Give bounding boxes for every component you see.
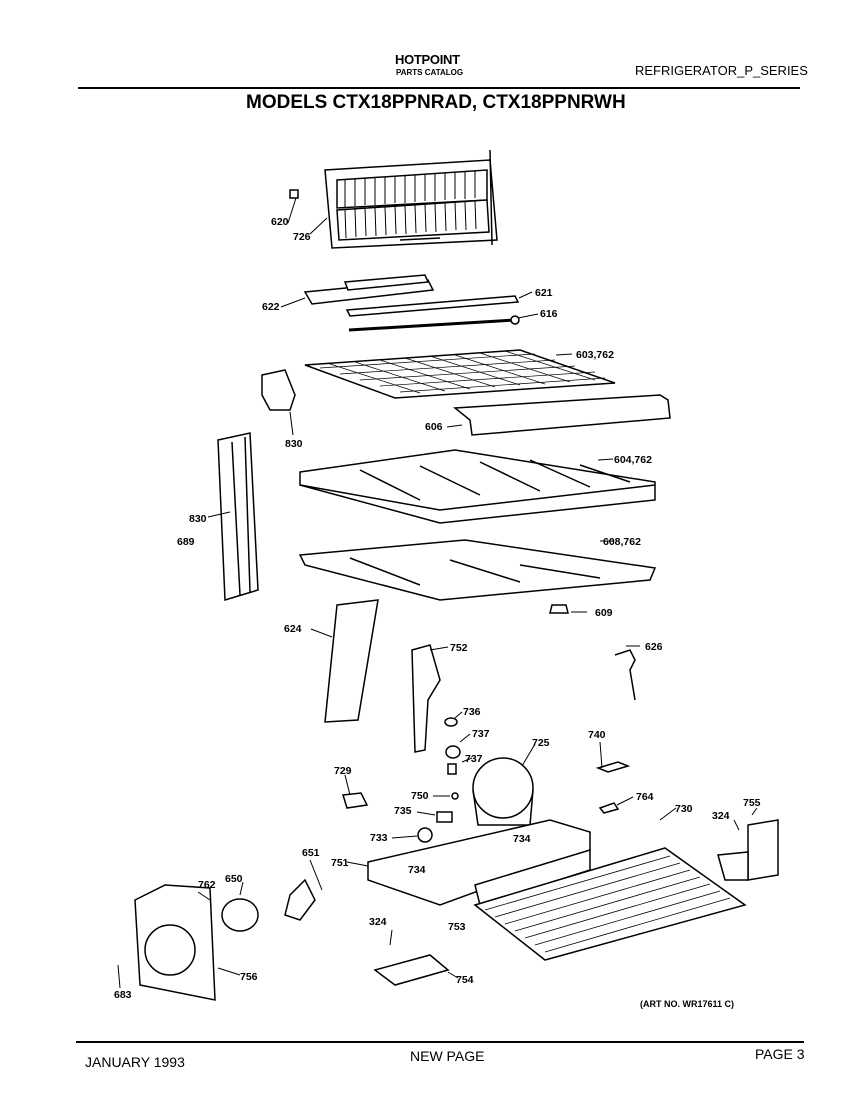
- drawer-604-part: [299, 449, 656, 524]
- footer-note: NEW PAGE: [410, 1048, 485, 1064]
- fan-shroud-part: [134, 884, 216, 1001]
- callout-324-right: 324: [712, 810, 730, 822]
- callout-735: 735: [394, 805, 412, 817]
- callout-751: 751: [331, 857, 349, 869]
- callout-324-left: 324: [369, 916, 387, 928]
- callout-733: 733: [370, 832, 388, 844]
- footer-date: JANUARY 1993: [85, 1054, 185, 1070]
- pan-608-part: [298, 539, 657, 601]
- callout-608-762: 608,762: [603, 536, 641, 548]
- callout-683: 683: [114, 989, 132, 1001]
- callout-604-762: 604,762: [614, 454, 652, 466]
- callout-736: 736: [463, 706, 481, 718]
- callout-754: 754: [456, 974, 474, 986]
- compressor-part: [472, 757, 534, 826]
- callout-650: 650: [225, 873, 243, 885]
- callout-734-left: 734: [408, 864, 426, 876]
- callout-830-upper: 830: [285, 438, 303, 450]
- series-label: REFRIGERATOR_P_SERIES: [635, 63, 808, 78]
- art-number: (ART NO. WR17611 C): [640, 999, 735, 1009]
- callout-752: 752: [450, 642, 468, 654]
- callout-755: 755: [743, 797, 761, 809]
- callout-726: 726: [293, 231, 311, 243]
- evaporator-part: [324, 149, 498, 249]
- models-title: MODELS CTX18PPNRAD, CTX18PPNRWH: [246, 92, 626, 113]
- shelf-603-part: [304, 349, 616, 399]
- callout-750: 750: [411, 790, 429, 802]
- callout-734-right: 734: [513, 833, 531, 845]
- footer-rule: [76, 1041, 804, 1043]
- part-callouts: 620 726 622 621 616 603,762 606 830 604,…: [114, 216, 761, 1001]
- callout-762: 762: [198, 879, 216, 891]
- callout-729: 729: [334, 765, 352, 777]
- callout-616: 616: [540, 308, 558, 320]
- callout-606: 606: [425, 421, 443, 433]
- page-number: PAGE 3: [755, 1046, 805, 1062]
- callout-756: 756: [240, 971, 258, 983]
- callout-620: 620: [271, 216, 289, 228]
- callout-651: 651: [302, 847, 320, 859]
- callout-730: 730: [675, 803, 693, 815]
- callout-626: 626: [645, 641, 663, 653]
- callout-830-lower: 830: [189, 513, 207, 525]
- callout-740: 740: [588, 729, 606, 741]
- callout-609: 609: [595, 607, 613, 619]
- header-rule: [78, 87, 800, 89]
- callout-689: 689: [177, 536, 195, 548]
- catalog-label: PARTS CATALOG: [396, 68, 464, 77]
- callout-621: 621: [535, 287, 553, 299]
- brand-name: HOTPOINT: [395, 52, 460, 67]
- callout-737-lower: 737: [465, 753, 483, 765]
- callout-624: 624: [284, 623, 302, 635]
- callout-764: 764: [636, 791, 654, 803]
- callout-603-762: 603,762: [576, 349, 614, 361]
- callout-622: 622: [262, 301, 280, 313]
- callout-753: 753: [448, 921, 466, 933]
- condenser-part: [473, 847, 747, 961]
- callout-737-upper: 737: [472, 728, 490, 740]
- callout-725: 725: [532, 737, 550, 749]
